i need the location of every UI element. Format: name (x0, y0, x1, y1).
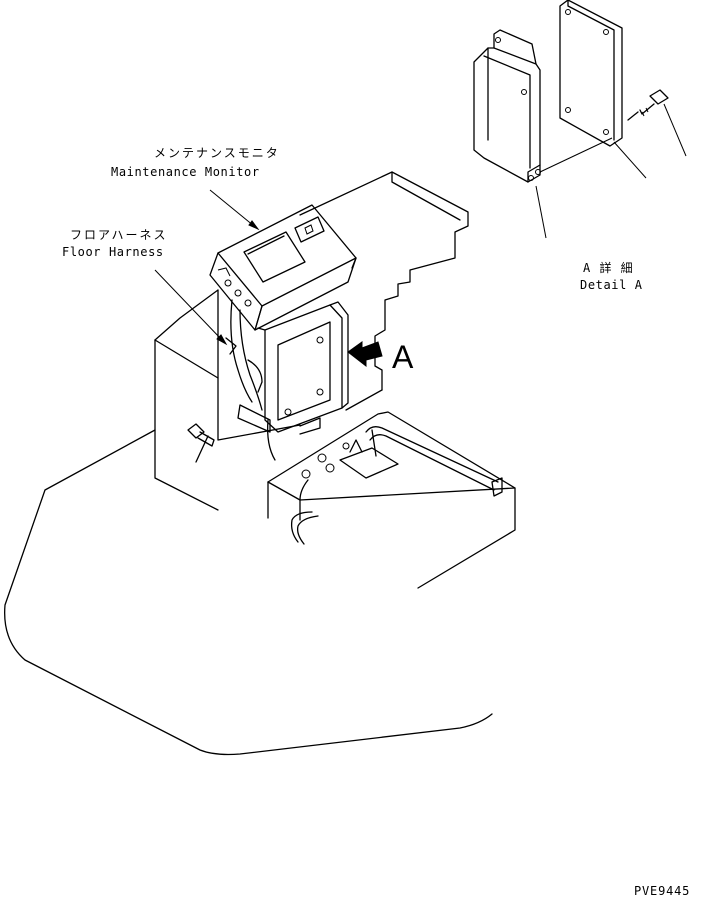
floor-outline (4, 429, 493, 756)
detail-a-bracket (473, 29, 541, 183)
maintenance-monitor-label-en: Maintenance Monitor (111, 165, 260, 179)
detail-a-leaders (535, 103, 687, 239)
label-leaders (154, 189, 260, 346)
detail-a-label-jp: A 詳 細 (583, 260, 634, 275)
view-marker-a: A (392, 339, 414, 375)
mounting-bolt-left (187, 423, 215, 463)
maintenance-monitor (209, 204, 357, 331)
floor-harness-label-en: Floor Harness (62, 245, 164, 259)
detail-a-bolt (627, 89, 669, 121)
drawing-number: PVE9445 (634, 884, 690, 898)
detail-a-plate (559, 0, 623, 147)
harness-wires (225, 299, 276, 461)
floor-cabinet (267, 411, 516, 589)
detail-a-label-en: Detail A (580, 278, 643, 292)
rear-shelf (299, 171, 469, 411)
maintenance-monitor-label-jp: メンテナンスモニタ (154, 146, 280, 160)
view-arrow-a (347, 341, 383, 368)
controller-box (237, 301, 349, 435)
floor-harness-label-jp: フロアハーネス (70, 228, 168, 242)
